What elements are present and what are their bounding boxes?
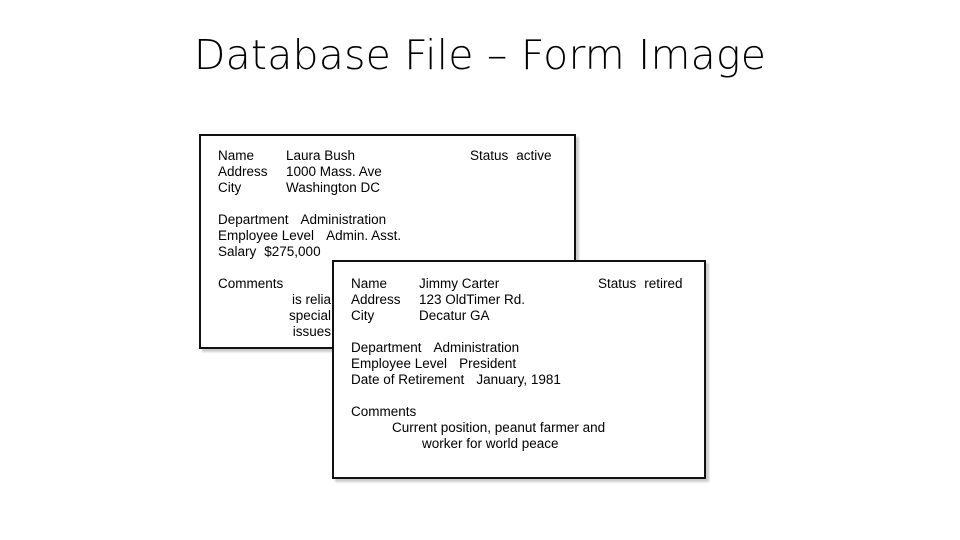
comments-label: Comments [218, 276, 284, 291]
status-label: Status [598, 276, 637, 291]
employment-block: Department Administration Employee Level A… [218, 212, 401, 261]
comments-label: Comments [351, 404, 417, 419]
field-row-department: Department Administration [351, 340, 561, 356]
field-label-department: Department [218, 212, 289, 227]
field-value-address: 1000 Mass. Ave [286, 164, 382, 180]
form-card-body: Name Jimmy Carter Address 123 OldTimer R… [334, 262, 704, 477]
field-label-department: Department [351, 340, 422, 355]
field-label-city: City [218, 180, 242, 196]
field-row-city: City Decatur GA [351, 308, 525, 324]
field-value-salary: $275,000 [264, 244, 321, 260]
field-value-department: Administration [433, 340, 520, 355]
field-value-address: 123 OldTimer Rd. [419, 292, 526, 308]
comments-text: is relia special issues [281, 292, 331, 341]
status-badge: Status retired [598, 276, 683, 292]
status-value: active [516, 148, 552, 163]
field-label-salary: Salary [218, 244, 257, 260]
field-label-city: City [351, 308, 375, 324]
field-label-name: Name [351, 276, 388, 291]
field-row-address: Address 123 OldTimer Rd. [351, 292, 525, 308]
field-value-name: Laura Bush [286, 148, 356, 163]
field-value-date-of-retirement: January, 1981 [476, 372, 561, 388]
comments-line: issues [292, 324, 331, 340]
page-title: Database File – Form Image [193, 31, 767, 79]
field-row-name: Name Jimmy Carter [351, 276, 525, 292]
field-row-address: Address 1000 Mass. Ave [218, 164, 382, 180]
field-label-address: Address [351, 292, 401, 308]
comments-line: Current position, peanut farmer and [392, 420, 606, 435]
field-row-city: City Washington DC [218, 180, 382, 196]
field-label-address: Address [218, 164, 268, 180]
field-value-department: Administration [300, 212, 387, 227]
comments-line: special [288, 308, 331, 324]
field-row-date-of-retirement: Date of Retirement January, 1981 [351, 372, 561, 388]
comments-line: is relia [291, 292, 331, 307]
field-label-date-of-retirement: Date of Retirement [351, 372, 465, 388]
comments-line: worker for world peace [422, 436, 559, 452]
field-label-name: Name [218, 148, 255, 163]
form-card-body: Name Laura Bush Address 1000 Mass. Ave C… [201, 136, 574, 347]
employment-block: Department Administration Employee Level P… [351, 340, 561, 389]
identity-block: Name Laura Bush Address 1000 Mass. Ave C… [218, 148, 382, 197]
field-row-name: Name Laura Bush [218, 148, 382, 164]
field-label-employee-level: Employee Level [351, 356, 448, 372]
field-row-employee-level: Employee Level Admin. Asst. [218, 228, 401, 244]
identity-block: Name Jimmy Carter Address 123 OldTimer R… [351, 276, 525, 325]
field-row-employee-level: Employee Level President [351, 356, 561, 372]
field-value-city: Washington DC [286, 180, 381, 196]
field-value-employee-level: President [459, 356, 517, 372]
status-badge: Status active [470, 148, 552, 164]
field-value-name: Jimmy Carter [419, 276, 500, 291]
form-card-jimmy-carter[interactable]: Name Jimmy Carter Address 123 OldTimer R… [332, 260, 706, 479]
field-value-employee-level: Admin. Asst. [326, 228, 402, 244]
comments-text: Current position, peanut farmer and work… [392, 420, 605, 452]
field-label-employee-level: Employee Level [218, 228, 315, 244]
field-row-department: Department Administration [218, 212, 401, 228]
status-value: retired [644, 276, 683, 291]
field-row-salary: Salary $275,000 [218, 244, 401, 260]
field-value-city: Decatur GA [419, 308, 490, 324]
status-label: Status [470, 148, 509, 163]
